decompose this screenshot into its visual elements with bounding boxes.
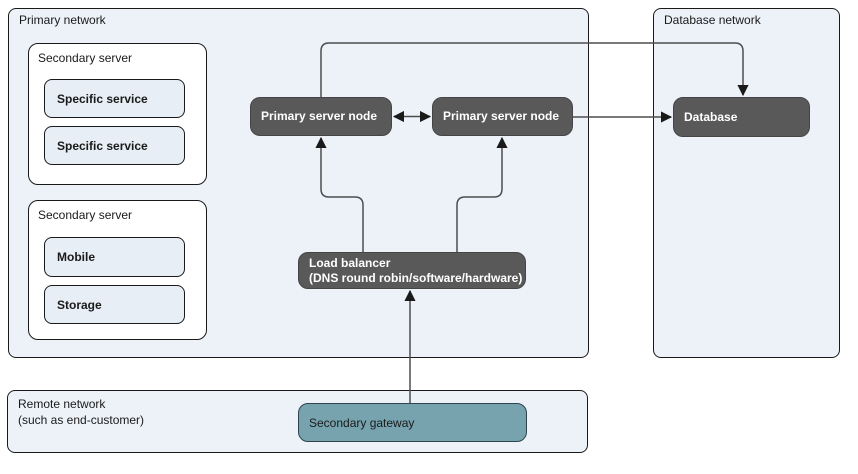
storage-label: Storage xyxy=(57,297,102,312)
remote-network-label-line1: Remote network xyxy=(18,397,106,411)
box-mobile[interactable]: Mobile xyxy=(44,237,185,277)
secondary-server-bottom-label: Secondary server xyxy=(38,208,133,222)
specific-service-2-label: Specific service xyxy=(57,138,148,153)
mobile-label: Mobile xyxy=(57,250,95,264)
box-storage[interactable]: Storage xyxy=(44,285,185,324)
box-specific-service-2[interactable]: Specific service xyxy=(44,126,185,165)
primary-server-right-label: Primary server node xyxy=(443,109,560,123)
node-load-balancer[interactable]: Load balancer (DNS round robin/software/… xyxy=(298,252,526,289)
specific-service-1-label: Specific service xyxy=(57,91,148,106)
load-balancer-label-line2: (DNS round robin/software/hardware) xyxy=(309,270,523,285)
node-secondary-gateway[interactable]: Secondary gateway xyxy=(298,403,527,442)
database-label: Database xyxy=(684,109,738,124)
secondary-gateway-label: Secondary gateway xyxy=(309,415,415,430)
box-specific-service-1[interactable]: Specific service xyxy=(44,79,185,118)
primary-server-left-label: Primary server node xyxy=(261,109,378,123)
node-database[interactable]: Database xyxy=(673,97,810,137)
load-balancer-label-line1: Load balancer xyxy=(309,255,391,270)
database-network-label: Database network xyxy=(664,13,761,27)
node-primary-server-left[interactable]: Primary server node xyxy=(250,97,392,136)
node-primary-server-right[interactable]: Primary server node xyxy=(432,97,573,136)
remote-network-label-line2: (such as end-customer) xyxy=(18,413,145,427)
container-database-network[interactable] xyxy=(653,8,840,358)
primary-network-label: Primary network xyxy=(19,13,106,27)
secondary-server-top-label: Secondary server xyxy=(38,51,133,65)
